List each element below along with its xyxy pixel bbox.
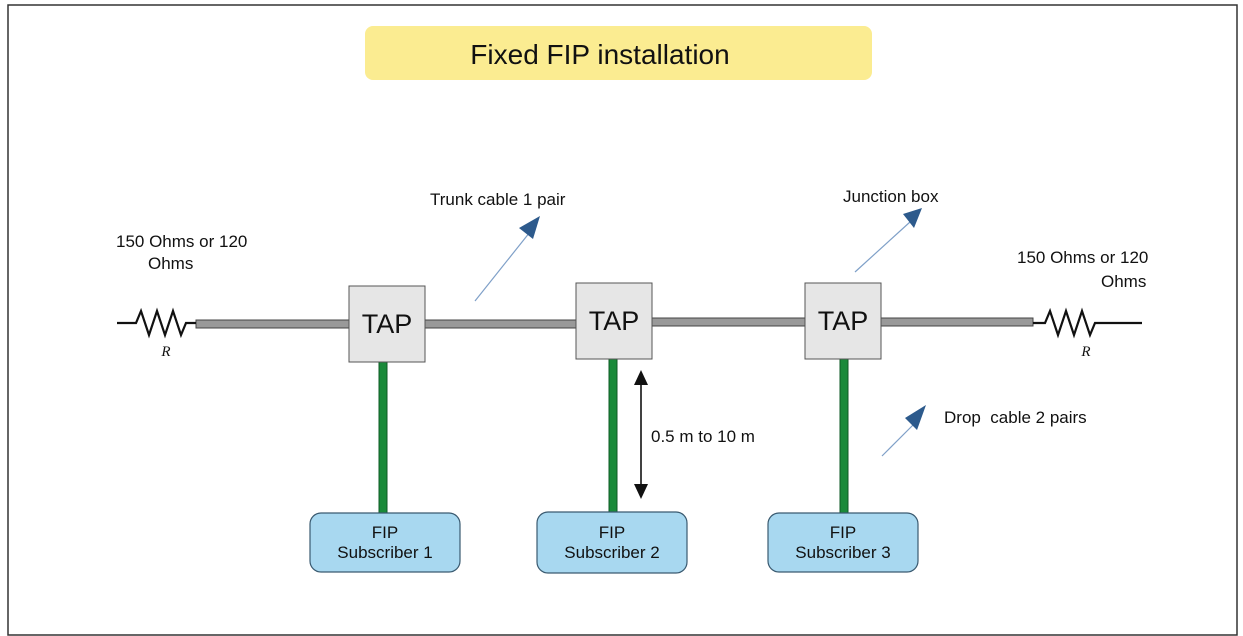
drop-cable-label: Drop cable 2 pairs: [944, 408, 1087, 427]
distance-label: 0.5 m to 10 m: [651, 427, 755, 446]
tap-box: [348, 285, 426, 363]
subscriber-line1: FIP: [372, 523, 398, 542]
trunk-cable-label: Trunk cable 1 pair: [430, 190, 566, 209]
drop-cable-1: [378, 360, 388, 514]
resistor-left-symbol: [117, 307, 196, 339]
trunk-segment: [424, 319, 577, 329]
terminator-right-line2: Ohms: [1101, 272, 1146, 291]
tap-box: [575, 282, 653, 360]
resistor-right-label: R: [1080, 344, 1090, 360]
trunk-segment: [879, 317, 1034, 327]
resistor-left-label: R: [160, 344, 170, 360]
subscriber-2: FIP Subscriber 2: [536, 511, 688, 574]
diagram-title: Fixed FIP installation: [470, 39, 729, 70]
trunk-segment: [651, 317, 806, 327]
tap-1: TAP: [348, 285, 426, 363]
drop-cable-3: [839, 358, 849, 514]
tap-label: TAP: [589, 306, 640, 336]
subscriber-line1: FIP: [599, 523, 625, 542]
terminator-left-line1: 150 Ohms or 120: [116, 232, 247, 251]
resistor-left: R: [117, 307, 196, 360]
trunk-cable-pointer-head: [519, 216, 540, 239]
tap-2: TAP: [575, 282, 653, 360]
junction-box-pointer-head: [903, 208, 922, 228]
tap-box: [804, 282, 882, 360]
subscriber-box: [767, 512, 919, 573]
drop-cable-pointer-head: [905, 405, 926, 430]
subscriber-3: FIP Subscriber 3: [767, 512, 919, 573]
subscriber-box: [309, 512, 461, 573]
junction-box-pointer-line: [854, 221, 911, 273]
trunk-segment: [195, 319, 350, 329]
subscriber-box: [536, 511, 688, 574]
tap-label: TAP: [818, 306, 869, 336]
subscriber-line1: FIP: [830, 523, 856, 542]
drop-cable-pointer-line: [881, 422, 916, 457]
resistor-right: R: [1033, 307, 1142, 360]
subscriber-1: FIP Subscriber 1: [309, 512, 461, 573]
tap-3: TAP: [804, 282, 882, 360]
junction-box-label: Junction box: [843, 187, 939, 206]
terminator-right-line1: 150 Ohms or 120: [1017, 248, 1148, 267]
subscriber-line2: Subscriber 1: [337, 543, 432, 562]
subscriber-line2: Subscriber 3: [795, 543, 890, 562]
title-box: [365, 26, 872, 80]
subscriber-line2: Subscriber 2: [564, 543, 659, 562]
distance-arrow: [634, 370, 648, 499]
distance-arrow-head-up: [634, 370, 648, 385]
terminator-left-line2: Ohms: [148, 254, 193, 273]
tap-label: TAP: [362, 309, 413, 339]
resistor-right-symbol: [1033, 307, 1142, 339]
distance-arrow-head-down: [634, 484, 648, 499]
drop-cable-2: [608, 358, 618, 513]
trunk-cable-pointer-line: [474, 231, 531, 302]
